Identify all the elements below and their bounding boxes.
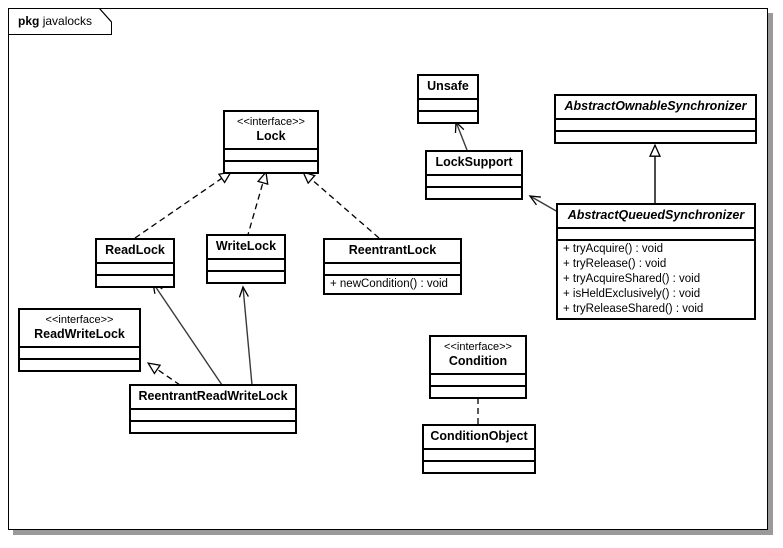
class-header-reentrantlock: ReentrantLock	[325, 240, 460, 262]
class-operations-compartment	[556, 130, 755, 142]
package-tab-shape	[8, 8, 112, 35]
class-member: + isHeldExclusively() : void	[563, 288, 701, 300]
class-stereotype: <<interface>>	[237, 116, 305, 128]
class-header-condition: <<interface>> Condition	[431, 337, 525, 373]
class-name: AbstractQueuedSynchronizer	[567, 208, 745, 222]
class-operations-compartment	[131, 420, 295, 432]
class-member: + tryRelease() : void	[563, 258, 667, 270]
class-box-locksupport[interactable]: LockSupport	[425, 150, 523, 200]
class-name: Lock	[256, 129, 286, 143]
class-header-reentrantreadwritelock: ReentrantReadWriteLock	[131, 386, 295, 408]
package-tab-label: pkg javalocks	[18, 13, 92, 29]
class-operations-compartment	[427, 186, 521, 198]
class-operations-compartment: + tryAcquire() : void + tryRelease() : v…	[558, 239, 754, 318]
class-header-abstractqueuedsynchronizer: AbstractQueuedSynchronizer	[558, 205, 754, 227]
class-attributes-compartment	[225, 148, 317, 160]
class-member: + tryReleaseShared() : void	[563, 303, 704, 315]
class-box-readlock[interactable]: ReadLock	[95, 238, 175, 288]
class-box-reentrantlock[interactable]: ReentrantLock + newCondition() : void	[323, 238, 462, 295]
class-box-abstractownablesynchronizer[interactable]: AbstractOwnableSynchronizer	[554, 94, 757, 144]
class-member: + tryAcquire() : void	[563, 243, 664, 255]
class-box-writelock[interactable]: WriteLock	[206, 234, 286, 284]
class-name: Unsafe	[427, 79, 469, 93]
class-operations-compartment	[225, 160, 317, 172]
class-attributes-compartment	[325, 262, 460, 274]
class-attributes-compartment	[419, 98, 477, 110]
class-attributes-compartment	[431, 373, 525, 385]
class-attributes-compartment	[424, 448, 534, 460]
class-attributes-compartment	[97, 262, 173, 274]
class-box-conditionobject[interactable]: ConditionObject	[422, 424, 536, 474]
class-operations-compartment	[208, 270, 284, 282]
class-operations-compartment	[424, 460, 534, 472]
class-header-conditionobject: ConditionObject	[424, 426, 534, 448]
class-attributes-compartment	[208, 258, 284, 270]
class-box-reentrantreadwritelock[interactable]: ReentrantReadWriteLock	[129, 384, 297, 434]
class-attributes-compartment	[131, 408, 295, 420]
class-member: + newCondition() : void	[330, 278, 448, 290]
class-attributes-compartment	[427, 174, 521, 186]
class-header-unsafe: Unsafe	[419, 76, 477, 98]
class-box-condition[interactable]: <<interface>> Condition	[429, 335, 527, 399]
class-operations-compartment: + newCondition() : void	[325, 274, 460, 293]
class-attributes-compartment	[556, 118, 755, 130]
package-keyword: pkg	[18, 14, 40, 28]
class-header-lock: <<interface>> Lock	[225, 112, 317, 148]
class-header-abstractownablesynchronizer: AbstractOwnableSynchronizer	[556, 96, 755, 118]
class-attributes-compartment	[558, 227, 754, 239]
class-header-writelock: WriteLock	[208, 236, 284, 258]
class-operations-compartment	[419, 110, 477, 122]
class-operations-compartment	[431, 385, 525, 397]
class-box-readwritelock[interactable]: <<interface>> ReadWriteLock	[18, 308, 141, 372]
class-name: ReadWriteLock	[34, 327, 125, 341]
class-name: ReentrantReadWriteLock	[138, 389, 288, 403]
package-name: javalocks	[42, 14, 93, 28]
class-name: AbstractOwnableSynchronizer	[564, 99, 747, 113]
class-header-readwritelock: <<interface>> ReadWriteLock	[20, 310, 139, 346]
class-name: LockSupport	[435, 155, 513, 169]
class-header-readlock: ReadLock	[97, 240, 173, 262]
class-operations-compartment	[97, 274, 173, 286]
class-box-abstractqueuedsynchronizer[interactable]: AbstractQueuedSynchronizer + tryAcquire(…	[556, 203, 756, 320]
class-box-lock[interactable]: <<interface>> Lock	[223, 110, 319, 174]
class-name: ConditionObject	[430, 429, 528, 443]
class-member: + tryAcquireShared() : void	[563, 273, 701, 285]
class-box-unsafe[interactable]: Unsafe	[417, 74, 479, 124]
class-name: ReentrantLock	[348, 243, 437, 257]
class-stereotype: <<interface>>	[444, 341, 512, 353]
class-stereotype: <<interface>>	[45, 314, 114, 326]
class-name: WriteLock	[215, 239, 277, 253]
class-name: ReadLock	[105, 243, 165, 257]
class-header-locksupport: LockSupport	[427, 152, 521, 174]
class-name: Condition	[448, 354, 508, 368]
class-operations-compartment	[20, 358, 139, 370]
class-attributes-compartment	[20, 346, 139, 358]
